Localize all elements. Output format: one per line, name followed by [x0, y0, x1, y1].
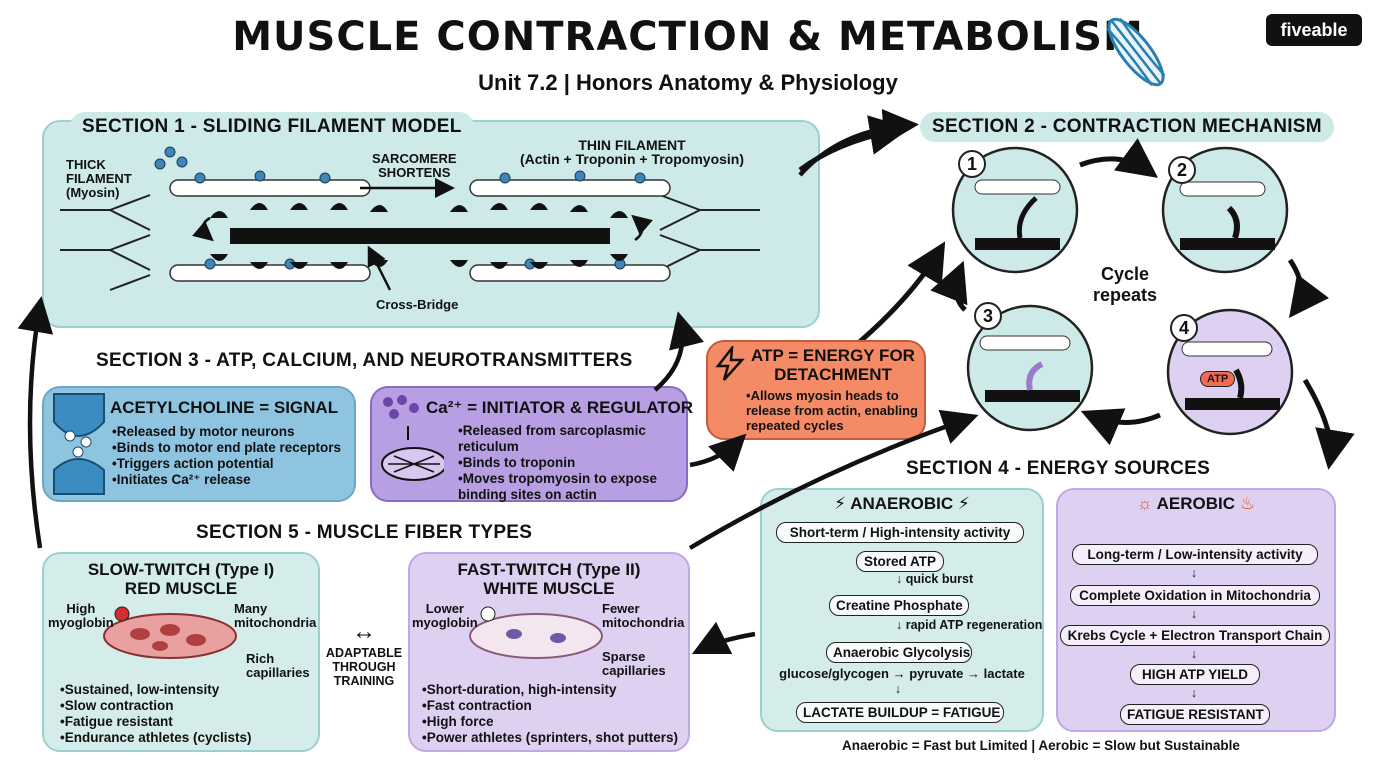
- cycle-step-3-number: 3: [974, 302, 1002, 330]
- double-arrow-icon: ↔: [352, 618, 376, 645]
- myosin-thick-filament: [230, 228, 610, 244]
- cycle-step-2-number: 2: [1168, 156, 1196, 184]
- cycle-step-1-illustration: [951, 146, 1079, 274]
- list-item: Initiates Ca²⁺ release: [112, 472, 341, 488]
- list-item: Released from sarcoplasmic reticulum: [458, 423, 678, 455]
- white-muscle-illustration: [469, 606, 603, 659]
- slow-twitch-list: Sustained, low-intensity Slow contractio…: [60, 682, 252, 746]
- aerobic-title: ☼ AEROBIC ♨: [1056, 494, 1336, 514]
- cycle-step-2-illustration: [1161, 146, 1289, 274]
- fast-label-mitochondria: Fewer mitochondria: [602, 601, 685, 630]
- aerobic-step: HIGH ATP YIELD: [1130, 664, 1260, 685]
- section2-heading: SECTION 2 - CONTRACTION MECHANISM: [920, 112, 1334, 142]
- list-item: Endurance athletes (cyclists): [60, 730, 252, 746]
- sarcomere-shortens-label: SARCOMERE SHORTENS: [372, 151, 457, 180]
- anaerobic-step: Stored ATP: [856, 551, 944, 572]
- cross-bridge-label: Cross-Bridge: [376, 297, 459, 312]
- list-item: Power athletes (sprinters, shot putters): [422, 730, 678, 746]
- list-item: Allows myosin heads to release from acti…: [746, 388, 922, 433]
- anaerobic-title-text: ANAEROBIC: [850, 494, 954, 513]
- list-item: Sustained, low-intensity: [60, 682, 252, 698]
- down-arrow-icon: ↓: [1190, 686, 1198, 700]
- page-subtitle: Unit 7.2 | Honors Anatomy & Physiology: [478, 70, 898, 95]
- calcium-list: Released from sarcoplasmic reticulum Bin…: [458, 423, 678, 503]
- list-item: Slow contraction: [60, 698, 252, 714]
- list-item: Short-duration, high-intensity: [422, 682, 678, 698]
- down-arrow-icon: ↓: [894, 682, 902, 696]
- calcium-title: Ca²⁺ = INITIATOR & REGULATOR: [426, 398, 693, 417]
- thin-filament-top: [169, 179, 671, 282]
- down-arrow-icon: ↓: [1190, 566, 1198, 580]
- list-item: Moves tropomyosin to expose binding site…: [458, 471, 678, 503]
- muscle-icon: [1106, 17, 1166, 87]
- list-item: Fast contraction: [422, 698, 678, 714]
- fast-label-capillaries: Sparse capillaries: [602, 649, 666, 678]
- anaerobic-step: Short-term / High-intensity activity: [776, 522, 1024, 543]
- slow-label-capillaries: Rich capillaries: [246, 651, 310, 680]
- thin-filament-label: THIN FILAMENT (Actin + Troponin + Tropom…: [520, 137, 745, 167]
- brand-logo: fiveable: [1266, 14, 1362, 46]
- list-item: Triggers action potential: [112, 456, 341, 472]
- adaptable-label: ADAPTABLE THROUGH TRAINING: [325, 646, 403, 688]
- sun-icon: ☼: [1136, 494, 1153, 513]
- anaerobic-note: ↓ quick burst: [896, 572, 974, 586]
- fast-twitch-list: Short-duration, high-intensity Fast cont…: [422, 682, 678, 746]
- lightning-icon: ⚡: [834, 494, 847, 513]
- anaerobic-note-text: rapid ATP regeneration: [905, 618, 1043, 632]
- cycle-step-1-number: 1: [958, 150, 986, 178]
- flame-icon: ♨: [1239, 494, 1256, 513]
- down-arrow-icon: ↓: [1190, 607, 1198, 621]
- atp-list: Allows myosin heads to release from acti…: [746, 388, 922, 433]
- list-item: Fatigue resistant: [60, 714, 252, 730]
- section1-heading: SECTION 1 - SLIDING FILAMENT MODEL: [70, 112, 474, 142]
- anaerobic-step: Creatine Phosphate: [829, 595, 969, 616]
- page-title: MUSCLE CONTRACTION & METABOLISM: [232, 14, 1144, 60]
- anaerobic-note: glucose/glycogen → pyruvate → lactate: [779, 666, 1025, 681]
- aerobic-title-text: AEROBIC: [1156, 494, 1236, 513]
- cycle-step-3-illustration: [966, 304, 1094, 432]
- cycle-repeats-label: Cycle repeats: [1092, 264, 1158, 305]
- atp-title: ATP = ENERGY FOR DETACHMENT: [751, 346, 915, 384]
- acetylcholine-list: Released by motor neurons Binds to motor…: [112, 424, 341, 488]
- sliding-filament-diagram: [60, 146, 760, 291]
- list-item: Binds to troponin: [458, 455, 678, 471]
- slow-twitch-title: SLOW-TWITCH (Type I) RED MUSCLE: [87, 560, 275, 598]
- sarcoplasmic-reticulum-icon: [381, 395, 444, 481]
- fast-twitch-title: FAST-TWITCH (Type II) WHITE MUSCLE: [457, 560, 641, 598]
- atp-tag: ATP: [1200, 371, 1236, 387]
- acetylcholine-title: ACETYLCHOLINE = SIGNAL: [110, 398, 339, 417]
- cycle-step-4-number: 4: [1170, 314, 1198, 342]
- red-muscle-illustration: [103, 606, 237, 659]
- list-item: Binds to motor end plate receptors: [112, 440, 341, 456]
- down-arrow-icon: ↓: [1190, 647, 1198, 661]
- energy-footer: Anaerobic = Fast but Limited | Aerobic =…: [842, 738, 1240, 753]
- cross-bridge-cycle-diagram: [798, 115, 1355, 470]
- anaerobic-step: LACTATE BUILDUP = FATIGUE: [796, 702, 1004, 723]
- anaerobic-title: ⚡ ANAEROBIC ⚡: [760, 494, 1044, 514]
- aerobic-step: Krebs Cycle + Electron Transport Chain: [1060, 625, 1330, 646]
- slow-label-myoglobin: High myoglobin: [48, 601, 114, 630]
- section3-heading: SECTION 3 - ATP, CALCIUM, AND NEUROTRANS…: [96, 350, 633, 371]
- aerobic-panel: [1056, 488, 1336, 732]
- list-item: High force: [422, 714, 678, 730]
- thick-filament-label: THICK FILAMENT (Myosin): [66, 157, 132, 200]
- synapse-icon: [53, 393, 105, 495]
- anaerobic-step: Anaerobic Glycolysis: [826, 642, 972, 663]
- aerobic-step: Complete Oxidation in Mitochondria: [1070, 585, 1320, 606]
- anaerobic-note-text: quick burst: [905, 572, 974, 586]
- anaerobic-note: ↓ rapid ATP regeneration: [896, 618, 1043, 632]
- lightning-icon: [715, 346, 745, 381]
- lightning-icon: ⚡: [957, 494, 970, 513]
- list-item: Released by motor neurons: [112, 424, 341, 440]
- aerobic-step: FATIGUE RESISTANT: [1120, 704, 1270, 725]
- section5-heading: SECTION 5 - MUSCLE FIBER TYPES: [196, 522, 533, 543]
- fast-label-myoglobin: Lower myoglobin: [412, 601, 478, 630]
- aerobic-step: Long-term / Low-intensity activity: [1072, 544, 1318, 565]
- section4-heading: SECTION 4 - ENERGY SOURCES: [906, 458, 1211, 479]
- slow-label-mitochondria: Many mitochondria: [234, 601, 317, 630]
